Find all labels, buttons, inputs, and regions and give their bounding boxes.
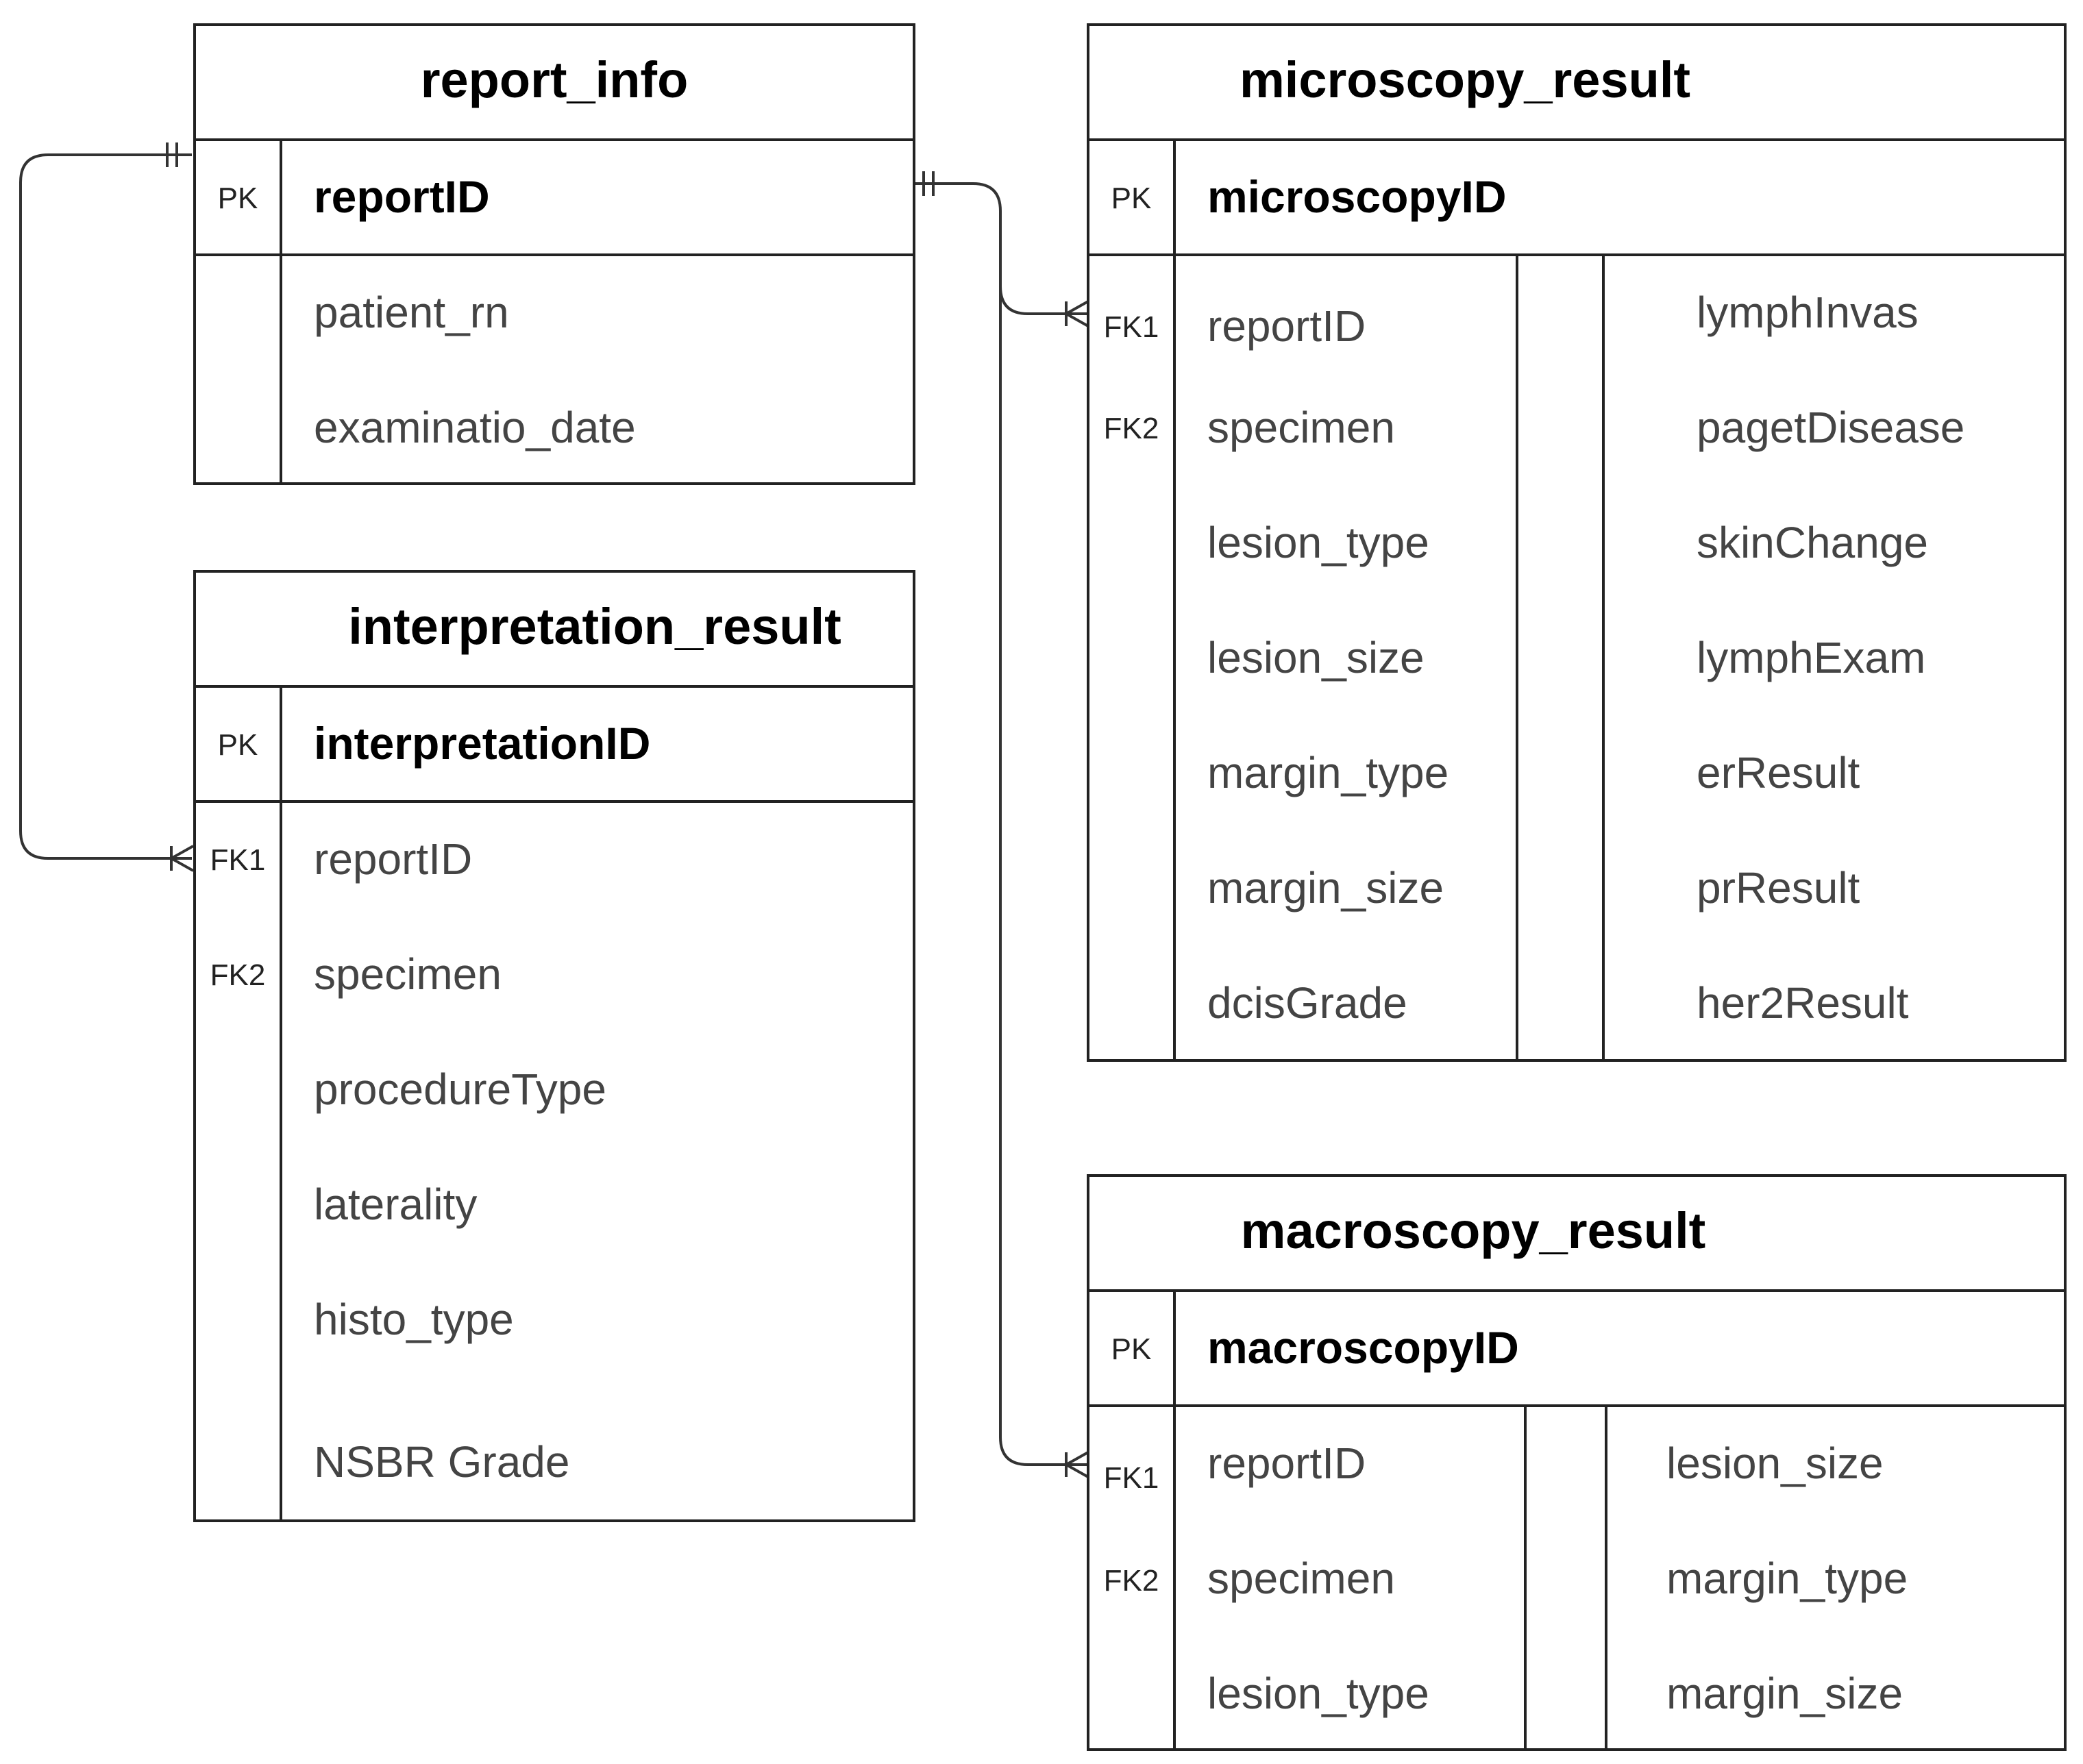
fk-label: FK1 <box>1104 1461 1159 1495</box>
field: lymphExam <box>1697 633 1925 682</box>
field: specimen <box>1207 403 1395 452</box>
primary-key-field: macroscopyID <box>1207 1322 1519 1373</box>
field: lesion_type <box>1207 518 1429 567</box>
table-title: microscopy_result <box>1240 51 1690 108</box>
field: margin_size <box>1666 1669 1903 1718</box>
field: pagetDisease <box>1697 403 1964 452</box>
field: prResult <box>1697 863 1860 912</box>
fk-label: FK2 <box>1104 1564 1159 1598</box>
relation-report-interpretation <box>19 153 192 860</box>
field: erResult <box>1697 748 1860 797</box>
table-title: macroscopy_result <box>1241 1202 1706 1259</box>
fk-label: FK2 <box>210 958 266 992</box>
field: lesion_type <box>1207 1669 1429 1718</box>
fk-label: FK1 <box>210 843 266 877</box>
relation-report-microscopy <box>914 182 1088 315</box>
field: specimen <box>1207 1554 1395 1603</box>
field: skinChange <box>1697 518 1928 567</box>
field: lymphInvas <box>1697 288 1919 337</box>
field: lesion_size <box>1207 633 1425 682</box>
field: patient_rn <box>314 288 509 337</box>
field: margin_type <box>1666 1554 1908 1603</box>
field: her2Result <box>1697 978 1909 1028</box>
relation-report-macroscopy <box>999 286 1088 1466</box>
field: NSBR Grade <box>314 1437 569 1487</box>
table-macroscopy-result: macroscopy_result PK macroscopyID FK1 FK… <box>1087 1174 2067 1751</box>
field: dcisGrade <box>1207 978 1407 1028</box>
one-mandatory-icon <box>166 142 178 167</box>
table-title: report_info <box>421 51 689 108</box>
relationships <box>19 142 1089 1478</box>
field: procedureType <box>314 1065 606 1114</box>
field: laterality <box>314 1180 477 1229</box>
table-microscopy-result: microscopy_result PK microscopyID FK1 FK… <box>1087 23 2067 1062</box>
table-title: interpretation_result <box>348 598 841 655</box>
field: margin_type <box>1207 748 1449 797</box>
field: specimen <box>314 949 502 999</box>
pk-label: PK <box>1111 1332 1152 1366</box>
field: reportID <box>1207 301 1366 351</box>
field: reportID <box>1207 1439 1366 1488</box>
table-interpretation-result: interpretation_result PK interpretationI… <box>193 570 915 1522</box>
primary-key-field: microscopyID <box>1207 171 1506 222</box>
field: lesion_size <box>1666 1439 1884 1488</box>
primary-key-field: interpretationID <box>314 718 650 769</box>
fk-label: FK2 <box>1104 412 1159 445</box>
pk-label: PK <box>218 728 258 762</box>
crow-foot-many-icon <box>170 845 194 872</box>
field: reportID <box>314 834 472 884</box>
field: histo_type <box>314 1295 514 1344</box>
primary-key-field: reportID <box>314 171 490 222</box>
field: examinatio_date <box>314 403 636 452</box>
one-mandatory-icon <box>922 171 935 196</box>
field: margin_size <box>1207 863 1444 912</box>
crow-foot-many-icon <box>1065 300 1089 327</box>
pk-label: PK <box>218 182 258 215</box>
fk-label: FK1 <box>1104 310 1159 344</box>
crow-foot-many-icon <box>1065 1451 1089 1478</box>
table-report-info: report_info PK reportID patient_rn exami… <box>193 23 915 485</box>
pk-label: PK <box>1111 182 1152 215</box>
